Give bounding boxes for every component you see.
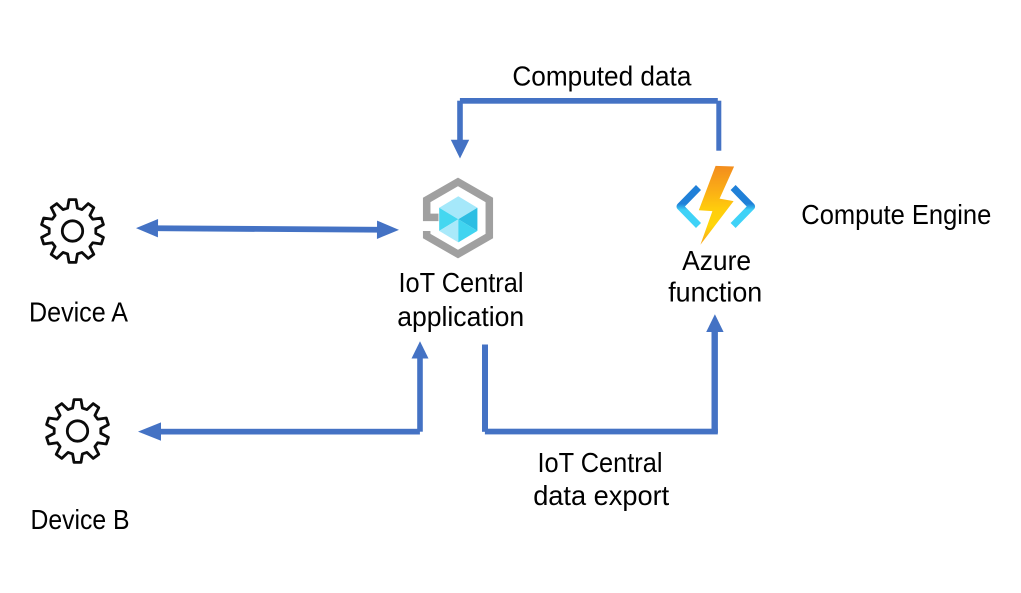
svg-text:IoT Central: IoT Central bbox=[538, 447, 663, 478]
svg-text:Compute Engine: Compute Engine bbox=[801, 199, 991, 230]
svg-text:Computed data: Computed data bbox=[512, 61, 691, 92]
svg-text:IoT Central: IoT Central bbox=[399, 267, 524, 298]
svg-text:Device B: Device B bbox=[31, 504, 130, 535]
svg-text:data export: data export bbox=[533, 480, 669, 511]
svg-text:Azure: Azure bbox=[682, 245, 751, 276]
svg-text:function: function bbox=[668, 277, 762, 308]
svg-text:Device A: Device A bbox=[29, 297, 128, 328]
svg-text:application: application bbox=[397, 301, 524, 332]
